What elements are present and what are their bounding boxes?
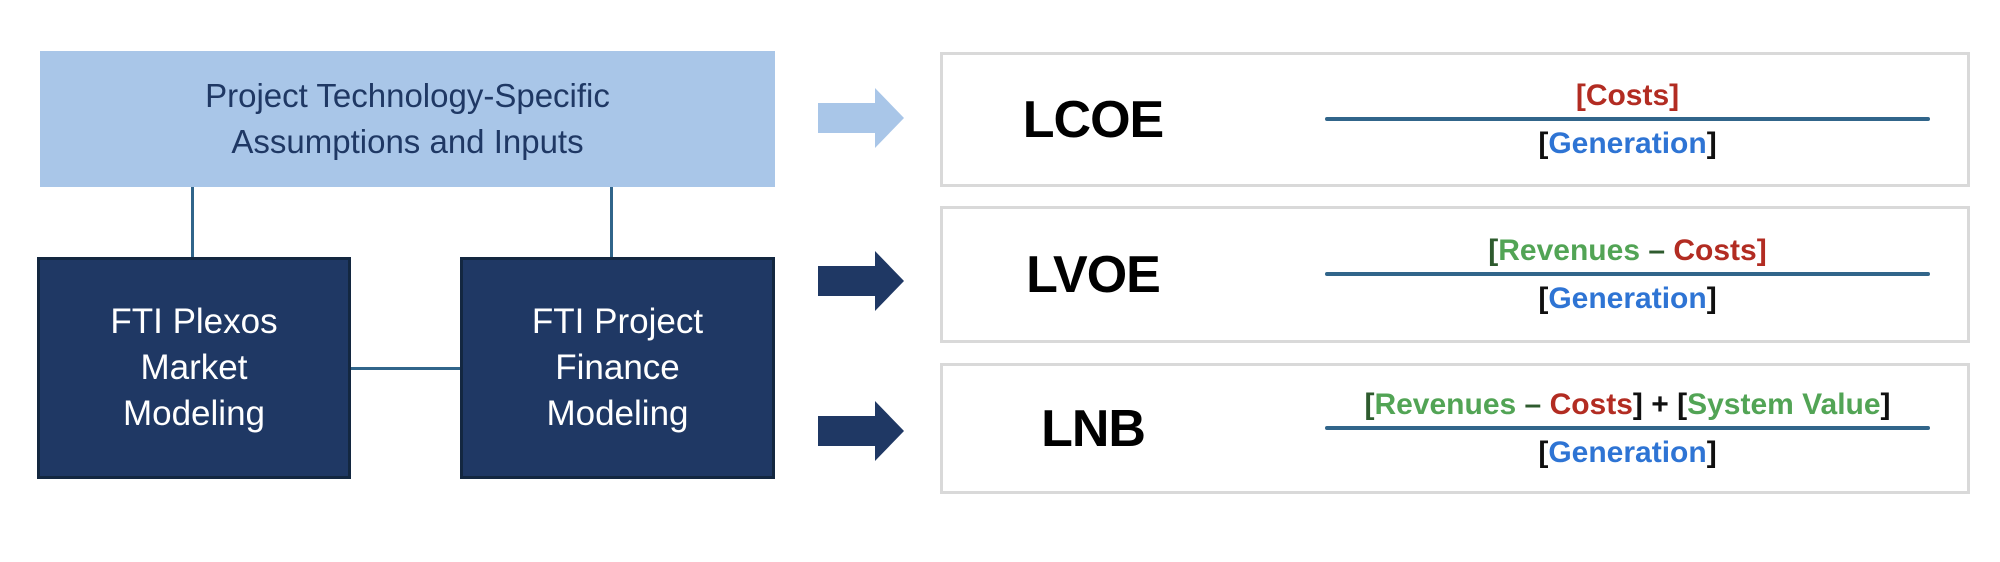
formula-segment: Costs: [1549, 388, 1633, 421]
finance-box-line: FTI Project: [531, 301, 704, 341]
fti-project-finance-modeling-box: FTI Project Finance Modeling: [460, 257, 775, 479]
formula-segment: Generation: [1548, 436, 1707, 469]
arrow-right-icon: [818, 251, 904, 311]
lvoe-denominator: [Generation]: [1538, 282, 1716, 315]
fraction-line: [1325, 117, 1930, 121]
formula-segment: ]: [1706, 282, 1717, 315]
formula-segment: [: [1364, 388, 1375, 421]
arrow-right-icon: [818, 88, 904, 148]
formula-segment: [: [1538, 282, 1549, 315]
formula-segment: [: [1538, 436, 1549, 469]
assumptions-inputs-box: Project Technology-Specific Assumptions …: [40, 51, 775, 187]
connector-line-vertical-left: [191, 187, 194, 257]
formula-segment: Revenues: [1374, 388, 1517, 421]
formula-segment: ]: [1706, 436, 1717, 469]
market-box-line: Market: [140, 347, 248, 387]
lnb-label: LNB: [1041, 399, 1146, 458]
formula-segment: –: [1640, 234, 1674, 267]
market-box-line: Modeling: [122, 394, 266, 434]
lvoe-fraction: [Revenues – Costs] [Generation]: [1325, 234, 1930, 315]
lnb-denominator: [Generation]: [1538, 436, 1716, 469]
lcoe-numerator: [Costs]: [1576, 79, 1679, 112]
lnb-numerator: [Revenues – Costs] + [System Value]: [1364, 388, 1890, 421]
formula-segment: Generation: [1548, 282, 1707, 315]
formula-segment: Revenues: [1498, 234, 1641, 267]
lcoe-fraction: [Costs] [Generation]: [1325, 79, 1930, 160]
formula-segment: Costs]: [1673, 234, 1767, 267]
connector-line-horizontal: [351, 367, 460, 370]
formula-segment: ] + [: [1632, 388, 1688, 421]
lvoe-numerator: [Revenues – Costs]: [1488, 234, 1766, 267]
fraction-line: [1325, 272, 1930, 276]
formula-segment: System Value: [1687, 388, 1881, 421]
formula-segment: [: [1538, 127, 1549, 160]
lcoe-formula-box: LCOE [Costs] [Generation]: [940, 52, 1970, 187]
formula-segment: [: [1488, 234, 1499, 267]
formula-segment: ]: [1880, 388, 1891, 421]
assumptions-box-line: Assumptions and Inputs: [231, 123, 584, 160]
lnb-formula-box: LNB [Revenues – Costs] + [System Value] …: [940, 363, 1970, 494]
formula-segment: [Costs]: [1575, 79, 1680, 112]
finance-box-line: Finance: [555, 347, 680, 387]
assumptions-box-line: Project Technology-Specific: [205, 77, 610, 115]
lcoe-denominator: [Generation]: [1538, 127, 1716, 160]
market-box-line: FTI Plexos: [110, 301, 278, 341]
formula-segment: –: [1516, 388, 1550, 421]
fraction-line: [1325, 426, 1930, 430]
lnb-fraction: [Revenues – Costs] + [System Value] [Gen…: [1325, 388, 1930, 469]
connector-line-vertical-right: [610, 187, 613, 257]
formula-segment: ]: [1706, 127, 1717, 160]
formula-segment: Generation: [1548, 127, 1707, 160]
lvoe-label: LVOE: [1026, 245, 1161, 304]
arrow-right-icon: [818, 401, 904, 461]
fti-plexos-market-modeling-box: FTI Plexos Market Modeling: [37, 257, 351, 479]
lcoe-label: LCOE: [1022, 90, 1164, 149]
lvoe-formula-box: LVOE [Revenues – Costs] [Generation]: [940, 206, 1970, 343]
finance-box-line: Modeling: [546, 394, 689, 434]
